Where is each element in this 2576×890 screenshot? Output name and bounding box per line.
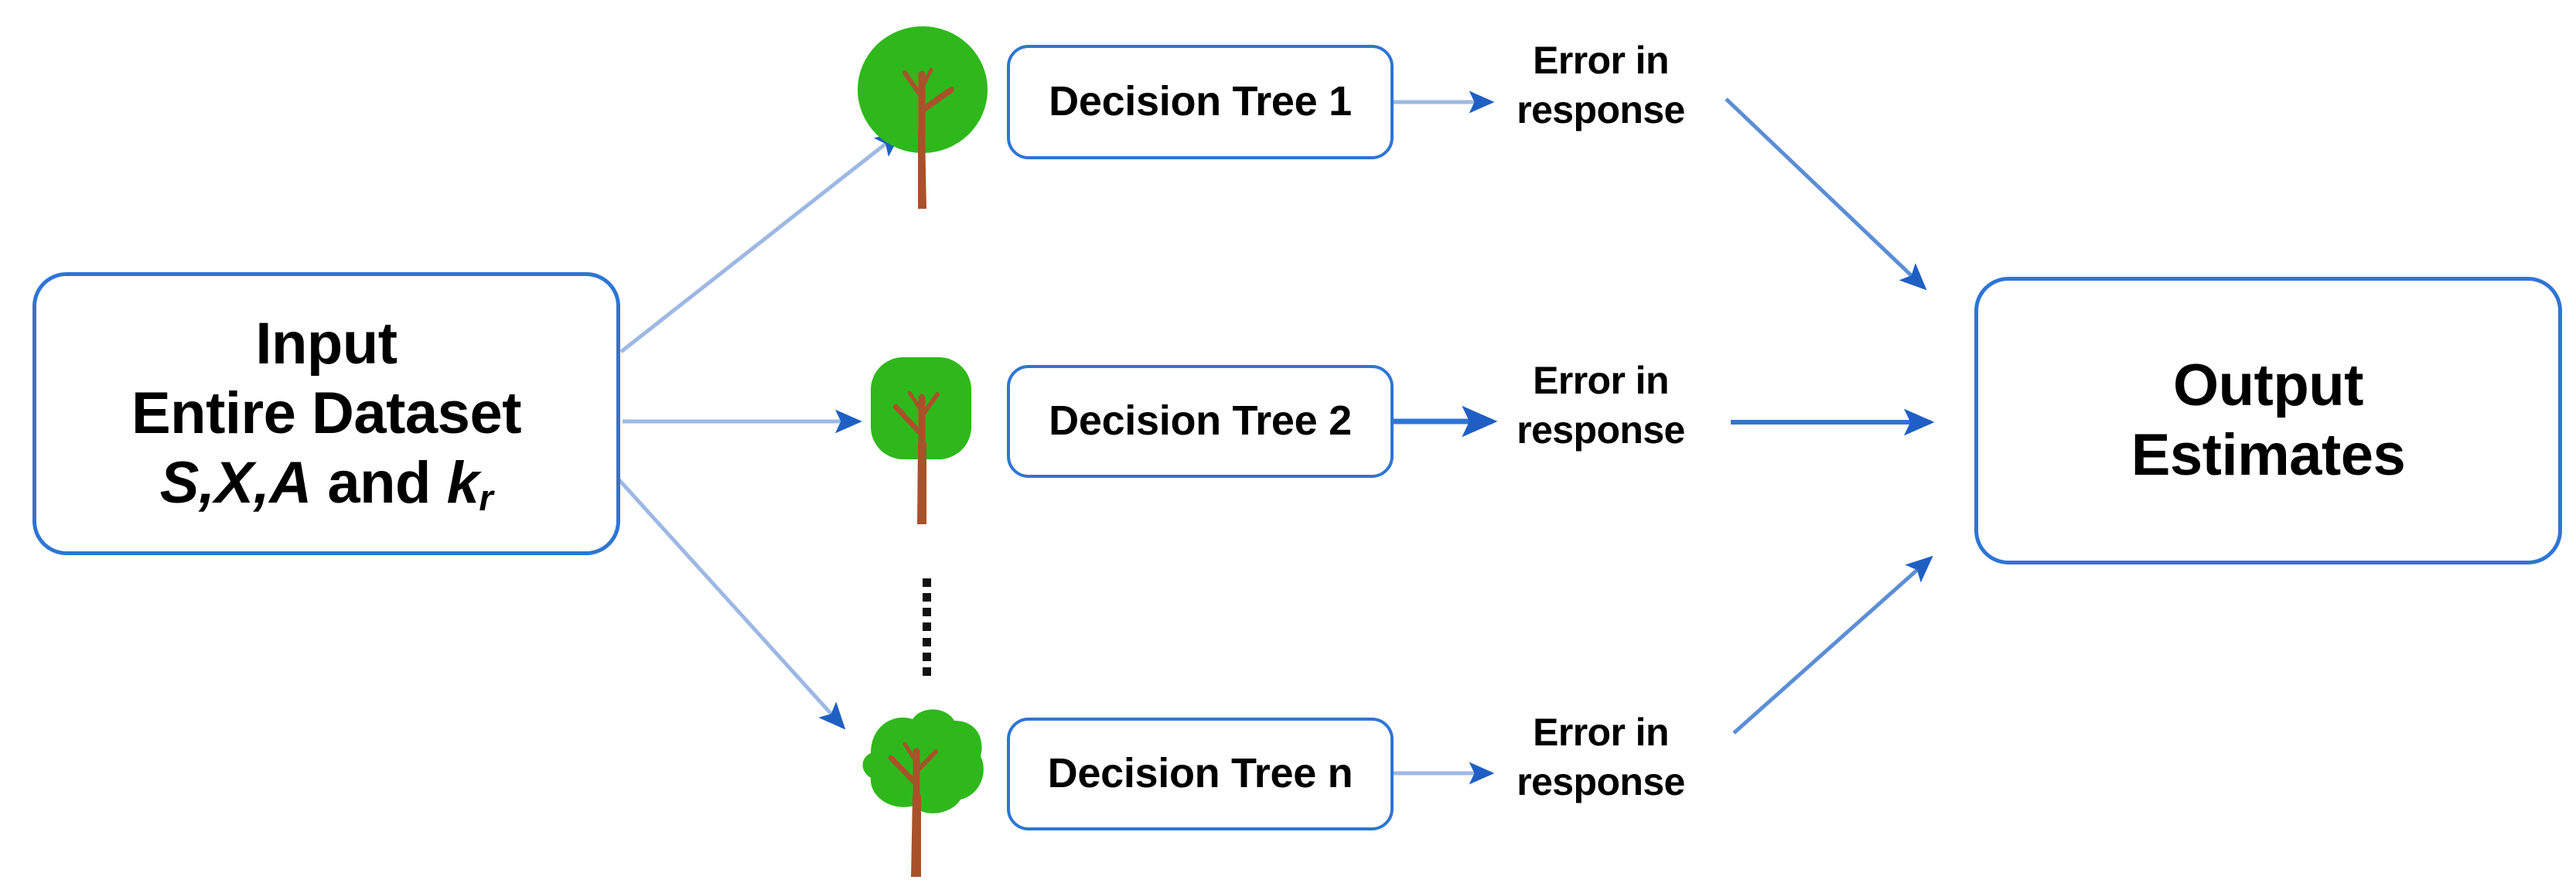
decision-tree-n-label: Decision Tree n bbox=[1047, 750, 1353, 797]
error-label-3-line-2: response bbox=[1517, 760, 1685, 803]
error-label-1-line-2: response bbox=[1517, 88, 1685, 131]
decision-tree-1-box[interactable]: Decision Tree 1 bbox=[1007, 45, 1394, 159]
output-box[interactable]: Output Estimates bbox=[1974, 277, 2562, 564]
ellipsis-dot bbox=[922, 622, 931, 632]
ellipsis-dot bbox=[922, 578, 931, 587]
ellipsis-dot bbox=[922, 593, 931, 602]
vertical-ellipsis bbox=[920, 578, 933, 676]
ellipsis-dot bbox=[922, 608, 931, 617]
input-box-line-3: S,X,A and kr bbox=[160, 448, 493, 518]
input-box-conjunction: and bbox=[311, 449, 447, 516]
error-in-response-label-3: Error in response bbox=[1469, 708, 1732, 806]
error-label-2-line-1: Error in bbox=[1533, 359, 1669, 402]
input-box-line-1: Input bbox=[255, 311, 397, 377]
edge-error-n-to-output bbox=[1732, 555, 1933, 735]
error-label-3-line-1: Error in bbox=[1533, 711, 1669, 754]
decision-tree-2-label: Decision Tree 2 bbox=[1049, 397, 1352, 445]
tree-round-icon bbox=[857, 14, 988, 215]
ellipsis-dot bbox=[922, 667, 931, 676]
tree-cloud-icon bbox=[843, 687, 998, 878]
decision-tree-n-box[interactable]: Decision Tree n bbox=[1007, 718, 1394, 830]
error-in-response-label-1: Error in response bbox=[1469, 36, 1732, 135]
output-box-line-1: Output bbox=[2172, 353, 2364, 419]
edge-error-1-to-output bbox=[1725, 97, 1927, 291]
decision-tree-1-label: Decision Tree 1 bbox=[1049, 78, 1352, 125]
input-box-variable-k: kr bbox=[446, 449, 493, 519]
edge-input-to-tree-n bbox=[617, 478, 846, 730]
input-box-line-2: Entire Dataset bbox=[131, 380, 522, 447]
error-label-1-line-1: Error in bbox=[1533, 39, 1669, 82]
output-box-line-2: Estimates bbox=[2131, 422, 2406, 488]
tree-square-icon bbox=[857, 340, 988, 526]
ellipsis-dot bbox=[922, 652, 931, 661]
decision-tree-2-box[interactable]: Decision Tree 2 bbox=[1007, 365, 1394, 478]
input-box[interactable]: Input Entire Dataset S,X,A and kr bbox=[32, 272, 620, 555]
input-box-symbols: S,X,A bbox=[159, 449, 312, 516]
input-box-variable-k-subscript: r bbox=[479, 477, 493, 519]
error-label-2-line-2: response bbox=[1517, 408, 1685, 452]
error-in-response-label-2: Error in response bbox=[1469, 356, 1732, 455]
ellipsis-dot bbox=[922, 637, 931, 646]
